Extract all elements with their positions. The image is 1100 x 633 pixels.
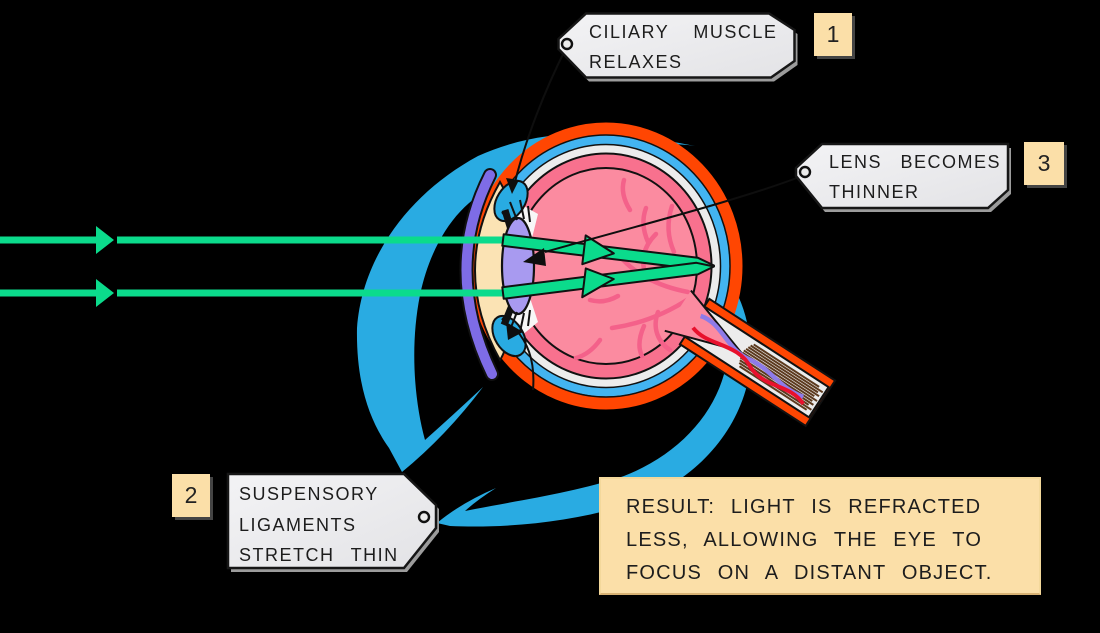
- tag-lens-plate: [794, 142, 1011, 212]
- step-number-1: 1: [814, 13, 852, 56]
- step-number-2: 2: [172, 474, 210, 517]
- label-suspensory: SUSPENSORY LIGAMENTS STRETCH THIN: [239, 479, 399, 571]
- step-number-text: 2: [184, 482, 198, 508]
- cycle-arrow-left-icon: [356, 133, 695, 472]
- ray-top: [0, 226, 505, 254]
- label-line: RELAXES: [589, 52, 683, 72]
- leader-ciliary-head: [506, 178, 519, 194]
- label-line: LIGAMENTS: [239, 514, 357, 535]
- lens: [500, 216, 536, 316]
- label-line: THINNER: [829, 182, 920, 202]
- leader-ligaments-head: [506, 322, 523, 340]
- leader-ciliary: [513, 47, 567, 187]
- tag-ciliary-plate: [557, 12, 798, 82]
- label-line: CILIARY MUSCLE: [589, 22, 778, 42]
- refracted-ray-bottom-head: [581, 267, 615, 299]
- light-rays: [0, 226, 715, 307]
- leader-lines: [506, 47, 803, 391]
- tag-eyelet-icon: [560, 37, 574, 51]
- leader-lens: [544, 175, 803, 253]
- refracted-ray-top-head: [581, 234, 615, 266]
- label-lens: LENS BECOMES THINNER: [829, 147, 1001, 207]
- tag-eyelet-icon: [417, 510, 431, 524]
- result-line: RESULT: LIGHT IS REFRACTED: [626, 496, 982, 518]
- cycle-arrow-right-icon: [437, 258, 751, 527]
- optic-nerve: [664, 289, 837, 428]
- result-line: FOCUS ON A DISTANT OBJECT.: [626, 562, 993, 584]
- leader-lens-head: [523, 248, 546, 266]
- step-number-text: 3: [1037, 150, 1051, 176]
- label-line: SUSPENSORY: [239, 484, 379, 504]
- retinal-vessels-icon: [573, 177, 693, 361]
- central-vein-icon: [699, 313, 804, 399]
- result-line: LESS, ALLOWING THE EYE TO: [626, 529, 983, 551]
- tag-suspensory-plate: [226, 472, 439, 572]
- cycle-arrows: [356, 133, 751, 527]
- ray-bottom: [0, 279, 505, 307]
- cornea-fill: [461, 170, 497, 379]
- label-ciliary-muscle: CILIARY MUSCLE RELAXES: [589, 17, 777, 77]
- label-line: STRETCH THIN: [239, 545, 399, 565]
- step-number-text: 1: [826, 21, 840, 47]
- step-number-3: 3: [1024, 142, 1064, 185]
- tag-eyelet-icon: [798, 165, 812, 179]
- refracted-rays: [501, 233, 715, 300]
- leader-ligaments: [515, 329, 535, 391]
- label-line: LENS BECOMES: [829, 152, 1002, 172]
- central-artery-icon: [691, 326, 805, 406]
- result-note: RESULT: LIGHT IS REFRACTED LESS, ALLOWIN…: [599, 477, 1041, 595]
- tag-plates: [226, 12, 1011, 572]
